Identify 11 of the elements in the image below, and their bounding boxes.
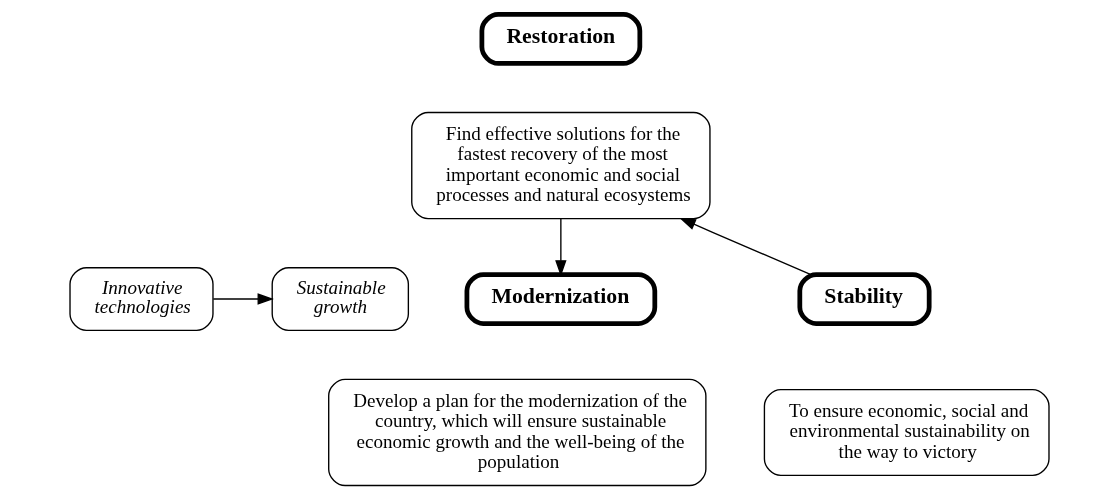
node-box: Develop a plan for the modernization of the country, which will ensure sustainable economic growth and the well-being of the population xyxy=(327,378,707,486)
node-box: Innovative technologies xyxy=(68,266,214,331)
arrow xyxy=(678,217,811,275)
arrow xyxy=(212,292,274,305)
node-box: Restoration xyxy=(479,11,642,66)
node-box: Stability xyxy=(796,271,932,326)
node-box: Find effective solutions for the fastest recovery of the most important economic and social processes and natural ecosystems xyxy=(410,111,711,219)
node-box: Sustainable growth xyxy=(271,266,409,331)
arrow xyxy=(554,217,567,276)
node-box: Modernization xyxy=(464,271,657,326)
node-box: To ensure economic, social and environmental sustainability on the way to victory xyxy=(763,388,1050,476)
